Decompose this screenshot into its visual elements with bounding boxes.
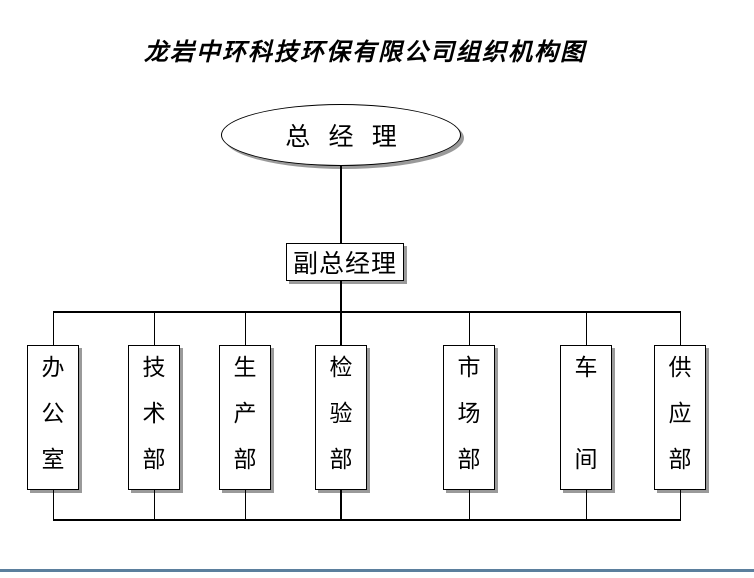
node-dept-workshop: 车间 (560, 345, 612, 490)
connector-deputy-branch (340, 281, 342, 345)
dept-label-char: 应 (668, 401, 692, 426)
dept-label-char: 间 (574, 447, 598, 472)
connector-drop-office (52, 312, 54, 345)
dept-label-char: 检 (329, 355, 353, 380)
dept-label-char: 部 (457, 447, 481, 472)
dept-label-char: 公 (41, 401, 65, 426)
stub-office (52, 490, 54, 520)
node-dept-inspection: 检验部 (315, 345, 367, 490)
connector-drop-production (244, 312, 246, 345)
stub-inspection (340, 490, 342, 520)
dept-label-char: 技 (142, 355, 166, 380)
dept-label-char: 部 (668, 447, 692, 472)
stub-supply (679, 490, 681, 520)
connector-drop-marketing (468, 312, 470, 345)
node-general-manager-label: 总 经 理 (285, 124, 403, 151)
stub-production (244, 490, 246, 520)
node-dept-marketing: 市场部 (443, 345, 495, 490)
connector-drop-supply (679, 312, 681, 345)
page-footer-rule (0, 569, 754, 572)
page-title: 龙岩中环科技环保有限公司组织机构图 (144, 40, 586, 66)
dept-label-char: 市 (457, 355, 481, 380)
stub-marketing (468, 490, 470, 520)
dept-label-char: 生 (233, 355, 257, 380)
node-dept-supply: 供应部 (654, 345, 706, 490)
connector-drop-workshop (585, 312, 587, 345)
node-dept-office: 办公室 (27, 345, 79, 490)
stub-technology (153, 490, 155, 520)
node-deputy-general-manager-label: 副总经理 (292, 251, 397, 278)
node-dept-production: 生产部 (219, 345, 271, 490)
dept-label-char: 场 (457, 401, 481, 426)
connector-drop-technology (153, 312, 155, 345)
dept-label-char: 室 (41, 447, 65, 472)
node-general-manager: 总 经 理 (221, 104, 461, 166)
dept-label-char: 部 (233, 447, 257, 472)
dept-label-char: 车 (574, 355, 598, 380)
connector-root-deputy (340, 166, 342, 243)
dept-label-char: 验 (329, 401, 353, 426)
dept-label-char: 部 (142, 447, 166, 472)
branch-line-top (53, 311, 681, 313)
dept-label-char: 产 (233, 401, 257, 426)
node-dept-technology: 技术部 (128, 345, 180, 490)
stub-workshop (585, 490, 587, 520)
dept-label-char: 办 (41, 355, 65, 380)
branch-line-bottom (53, 519, 681, 521)
dept-label-char: 供 (668, 355, 692, 380)
dept-label-char: 部 (329, 447, 353, 472)
dept-label-char: 术 (142, 401, 166, 426)
node-deputy-general-manager: 副总经理 (286, 243, 404, 281)
